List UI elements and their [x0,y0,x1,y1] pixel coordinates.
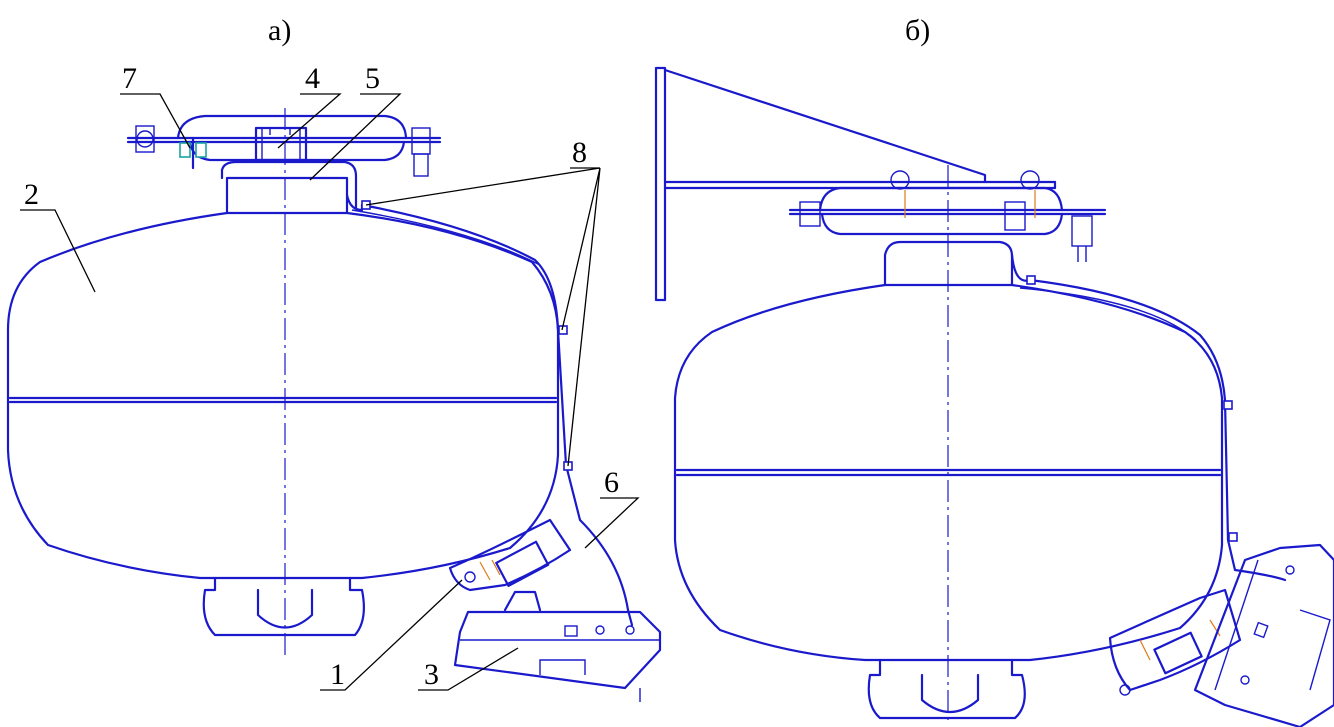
callouts: 7 4 5 2 8 6 1 3 [20,62,640,691]
cable-b [1010,253,1287,582]
mounting-plate-a [126,114,442,177]
cone-fastener-a [220,126,358,210]
view-a-module [6,108,662,702]
callout-2: 2 [24,178,39,211]
callout-1: 1 [330,658,345,691]
valve-element-a [179,136,207,170]
leader-7 [120,93,191,149]
thermal-lock-a [448,518,572,592]
leader-6 [584,497,640,549]
view-b-module [654,66,1334,727]
cable-a [345,193,634,627]
callout-6: 6 [604,466,619,499]
neck-a [225,176,349,215]
nozzle-a [202,576,365,637]
neck-b [883,240,1014,287]
nozzle-b [867,658,1026,720]
seam-a [8,396,558,404]
cylinder-body-a [6,211,560,580]
leader-3 [418,647,519,691]
wall-bracket-b [654,66,1057,302]
callout-4: 4 [305,62,320,95]
leader-8 [365,167,601,467]
view-b-label: б) [905,14,930,47]
callout-7: 7 [122,62,137,95]
leader-4 [277,93,342,149]
callout-3: 3 [424,658,439,691]
leader-5 [309,93,402,181]
leader-2 [20,209,96,293]
trigger-device-a [453,590,662,702]
thermal-lock-b [1108,588,1242,696]
view-a-label: а) [268,14,291,47]
trigger-device-b [1193,543,1334,727]
callout-8: 8 [572,136,587,169]
callout-5: 5 [365,62,380,95]
leader-1 [320,579,463,691]
